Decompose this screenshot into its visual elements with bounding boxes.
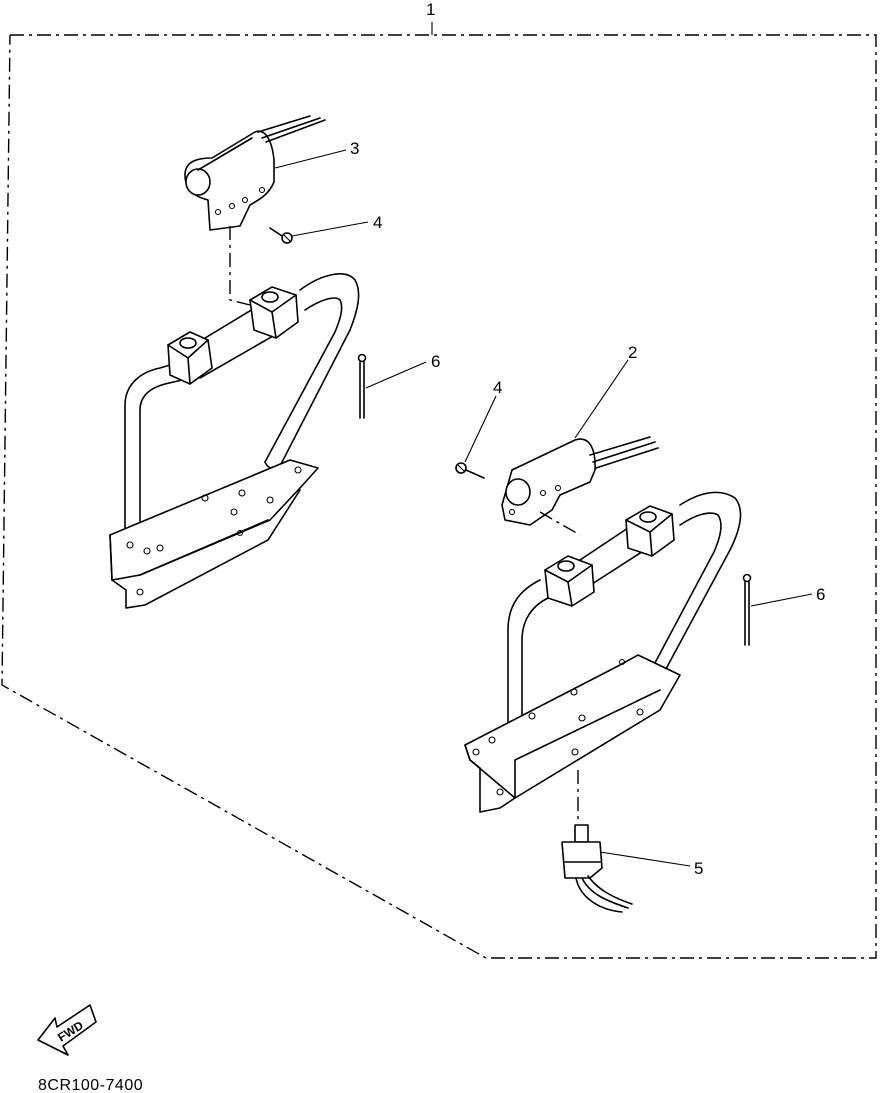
kit-boundary <box>1 22 877 959</box>
part-5-connector <box>561 824 633 913</box>
callout-2: 2 <box>628 343 637 362</box>
callout-6-left: 6 <box>431 352 440 371</box>
left-handle-assembly <box>109 115 367 609</box>
left-base-plate <box>109 459 319 609</box>
left-handle-bar <box>124 273 360 536</box>
part-6-cable-tie-right <box>742 573 752 646</box>
part-2-switch-box <box>501 436 659 526</box>
callout-4-right: 4 <box>493 378 502 397</box>
callout-1: 1 <box>426 0 435 19</box>
callout-labels: 1 3 4 6 2 4 6 5 <box>350 0 825 878</box>
callout-6-right: 6 <box>816 585 825 604</box>
callout-3: 3 <box>350 139 359 158</box>
part-6-cable-tie-left <box>357 353 367 419</box>
callout-4-left: 4 <box>373 213 382 232</box>
part-4-screw-right <box>455 462 485 479</box>
fwd-arrow-icon: FWD <box>37 1004 97 1056</box>
part-3-switch-cover <box>184 115 326 231</box>
leader-lines <box>274 149 813 867</box>
right-base-plate <box>464 654 681 813</box>
callout-5: 5 <box>694 859 703 878</box>
right-handle-assembly <box>455 436 752 913</box>
drawing-code: 8CR100-7400 <box>38 1077 143 1093</box>
part-4-screw-left <box>269 227 293 244</box>
right-handle-bar <box>507 491 742 753</box>
